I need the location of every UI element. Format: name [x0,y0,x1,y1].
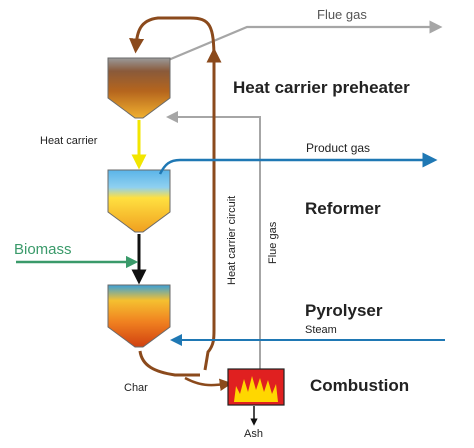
heat-carrier-circuit-to-combustion [184,376,233,391]
flue-gas-vertical-label: Flue gas [267,221,279,264]
pyrolyser-label: Pyrolyser [305,301,383,320]
pyrolyser-vessel [107,284,171,348]
product-gas-line [158,152,438,175]
heat-carrier-label: Heat carrier [40,135,98,147]
flue-gas-return-line [166,111,261,369]
heat-carrier-circuit-label: Heat carrier circuit [226,196,238,285]
flame-icon [234,376,278,402]
heat-carrier-circuit-line [138,350,200,377]
flue-gas-outlet-line [165,20,443,63]
reformer-vessel [107,169,171,233]
heat-carrier-circuit-top [129,16,216,61]
combustion-label: Combustion [310,376,409,395]
char-label: Char [124,382,148,394]
biomass-label: Biomass [14,241,72,258]
steam-label: Steam [305,324,337,336]
flue-gas-top-label: Flue gas [317,7,367,22]
product-gas-label: Product gas [306,141,370,155]
heat-carrier-preheater-vessel [107,57,171,119]
ash-label: Ash [244,428,263,440]
heat-carrier-preheater-label: Heat carrier preheater [233,78,410,97]
heat-carrier-circuit-riser [203,47,222,371]
reformer-label: Reformer [305,199,381,218]
